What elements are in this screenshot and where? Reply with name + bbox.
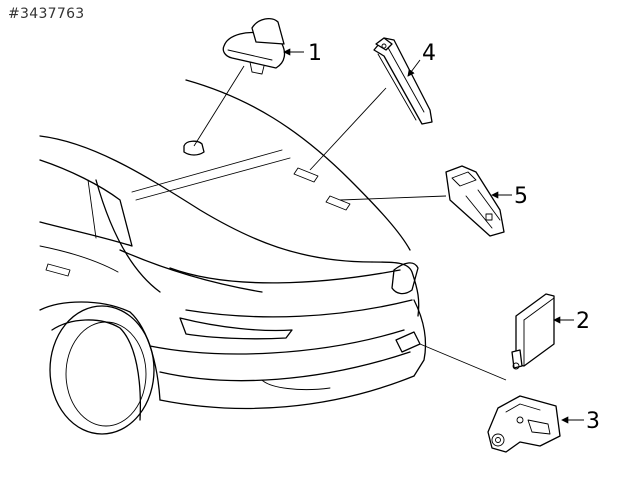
part-bracket-module bbox=[373, 37, 433, 125]
callout-label: 4 bbox=[422, 41, 436, 66]
callout-5: 5 bbox=[491, 184, 528, 209]
callout-4: 4 bbox=[407, 41, 436, 77]
callout-label: 3 bbox=[586, 409, 600, 434]
callout-label: 1 bbox=[308, 41, 322, 66]
callout-label: 5 bbox=[514, 184, 528, 209]
part-control-unit bbox=[511, 293, 555, 370]
callout-3: 3 bbox=[561, 409, 600, 434]
callout-1: 1 bbox=[283, 41, 322, 66]
vehicle-rear-view bbox=[39, 79, 427, 435]
part-antenna bbox=[222, 17, 286, 75]
callout-label: 2 bbox=[576, 309, 590, 334]
diagram-reference-number: #3437763 bbox=[8, 6, 85, 22]
connector-lines bbox=[193, 65, 507, 381]
callout-2: 2 bbox=[553, 309, 590, 334]
part-connector-module bbox=[445, 165, 505, 237]
part-mounting-bracket bbox=[487, 395, 561, 453]
